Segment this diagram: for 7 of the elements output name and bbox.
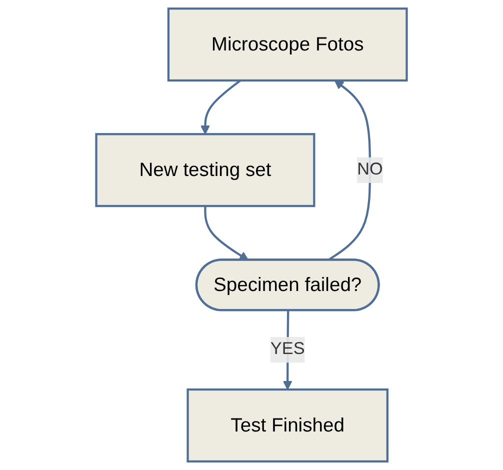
node-box: Microscope Fotos <box>167 8 408 82</box>
node-box: New testing set <box>95 133 316 208</box>
edge-label: NO <box>357 160 383 179</box>
arrow <box>200 80 242 135</box>
edge-label: YES <box>270 340 305 358</box>
arrow <box>204 206 249 261</box>
node-box: Test Finished <box>186 388 388 462</box>
